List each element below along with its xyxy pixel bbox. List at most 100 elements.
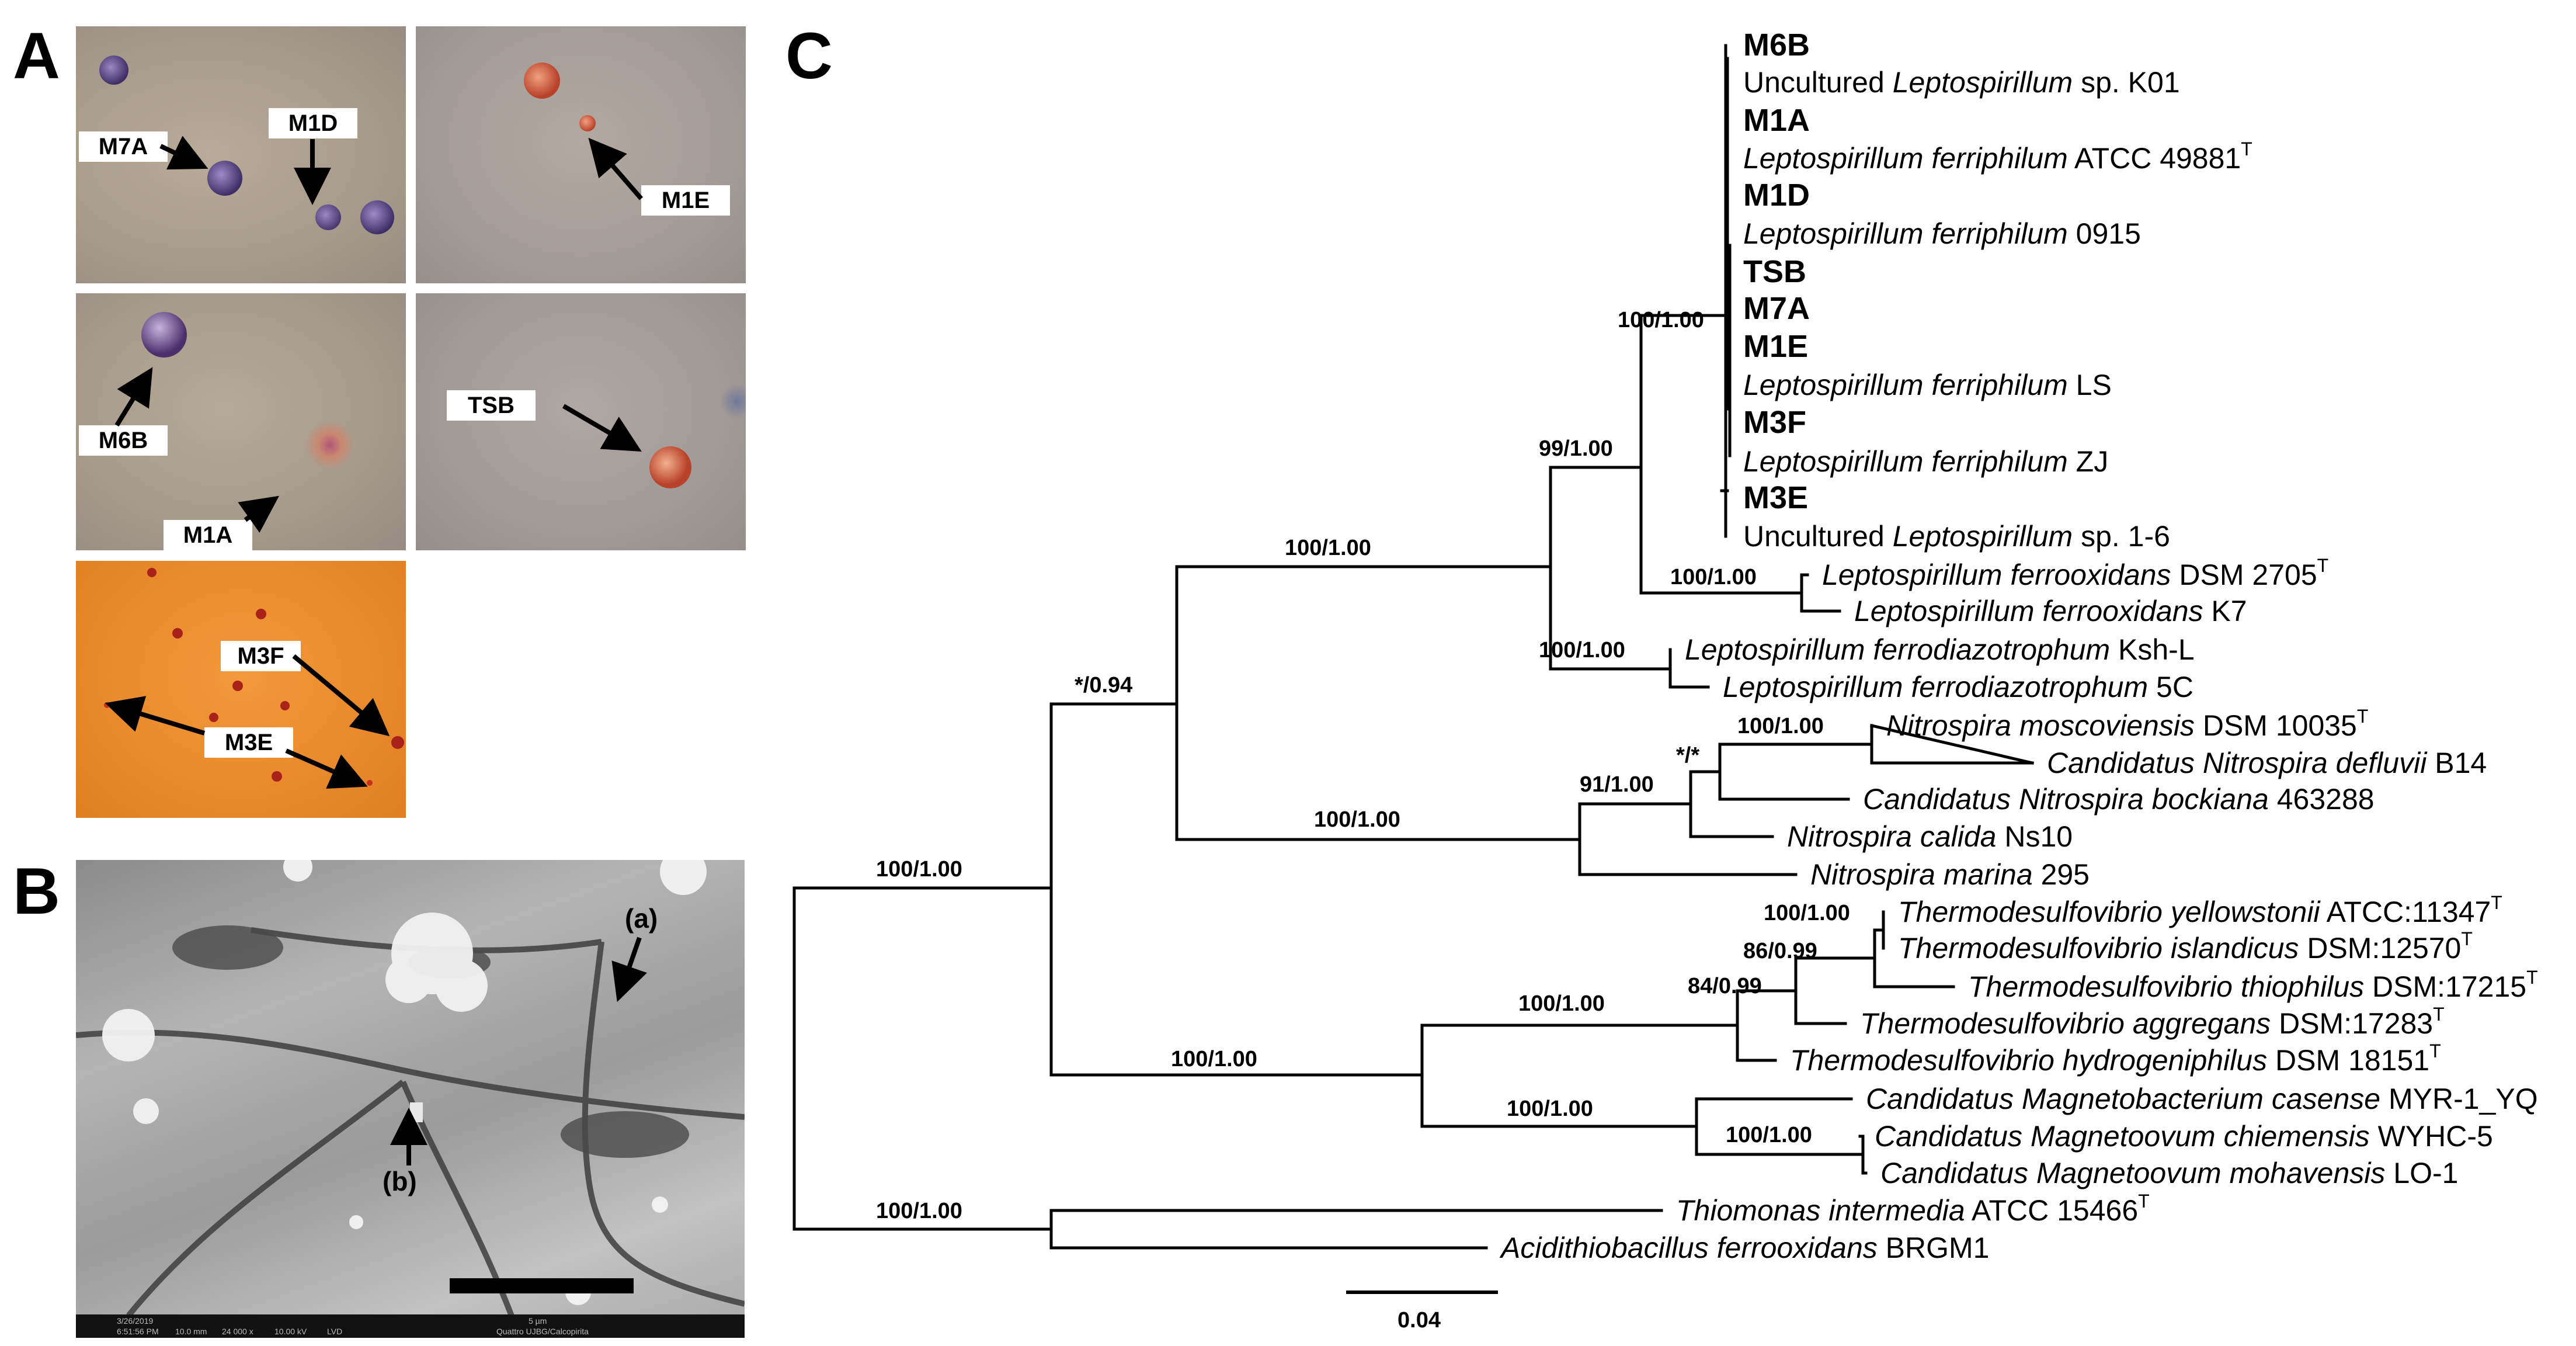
sem-date: 3/26/2019 [117,1316,154,1326]
support-value: 100/1.00 [1618,308,1704,332]
taxon-label: Thermodesulfovibrio islandicus DSM:12570… [1898,928,2473,965]
colony [141,312,187,358]
taxon-label: Leptospirillum ferriphilum ZJ [1743,445,2108,478]
colony [649,446,691,488]
taxon-label: Leptospirillum ferriphilum ATCC 49881T [1743,138,2252,175]
colony [172,628,183,639]
taxon-label: Leptospirillum ferrooxidans K7 [1854,595,2247,627]
label-m6b: M6B [79,425,168,456]
colony [272,771,282,782]
taxon-label: M1D [1743,178,1810,213]
label-m1e: M1E [641,185,730,216]
label-m1a: M1A [164,520,252,550]
taxon-label: Nitrospira calida Ns10 [1787,820,2073,853]
colony [207,161,242,196]
taxon-label: Candidatus Nitrospira bockiana 463288 [1863,783,2375,816]
taxon-label: Uncultured Leptospirillum sp. K01 [1743,66,2180,99]
sem-texture [76,860,745,1338]
label-tsb: TSB [447,390,536,421]
support-value: 100/1.00 [1764,901,1850,925]
arrow-m3e-left [105,696,206,736]
taxon-label: Thermodesulfovibrio hydrogeniphilus DSM … [1790,1040,2441,1077]
colony [315,204,341,230]
taxon-label: Candidatus Magnetoovum mohavensis LO-1 [1880,1157,2458,1189]
sem-info-bar: 3/26/2019 6:51:56 PM 10.0 mm 24 000 x 10… [76,1314,745,1338]
support-value: 100/1.00 [1314,807,1400,832]
support-value: 100/1.00 [876,1199,962,1223]
support-value: */0.94 [1075,673,1132,698]
support-value: 100/1.00 [1507,1097,1593,1121]
support-value: 100/1.00 [876,857,962,882]
colony [232,681,243,691]
colony [360,200,394,234]
arrow-m3f [292,654,390,737]
colony [719,384,746,419]
arrow-m7a [159,136,208,170]
support-value: 100/1.00 [1726,1123,1812,1147]
colony [367,780,373,786]
colony [307,422,353,469]
sem-hv: 10.00 kV [274,1327,307,1336]
tree-branch [1869,723,2035,765]
support-value: 100/1.00 [1737,714,1824,738]
plate-photo-m1e [416,26,746,283]
taxon-label: Thermodesulfovibrio thiophilus DSM:17215… [1968,967,2538,1003]
sem-scale-label: 5 µm [529,1316,547,1326]
sem-wd: 10.0 mm [175,1327,207,1336]
taxon-label: M6B [1743,27,1810,63]
taxon-label: Candidatus Nitrospira defluvii B14 [2047,747,2487,779]
taxon-label: M3F [1743,405,1806,440]
arrow-tsb [562,404,642,452]
colony [147,568,157,577]
colony [256,609,266,619]
support-value: 100/1.00 [1285,536,1371,560]
taxon-label: Leptospirillum ferrodiazotrophum Ksh-L [1685,633,2195,666]
support-value: */* [1676,743,1699,768]
colony [579,115,596,131]
taxon-label: Acidithiobacillus ferrooxidans BRGM1 [1499,1231,1989,1264]
taxon-label: Thermodesulfovibrio aggregans DSM:17283T [1860,1004,2445,1040]
taxon-label: M1A [1743,103,1810,138]
taxon-label: Nitrospira marina 295 [1810,858,2090,891]
colony [280,701,290,710]
support-value: 100/1.00 [1670,565,1757,589]
panel-letter-c: C [785,19,833,92]
taxon-label: Leptospirillum ferrodiazotrophum 5C [1723,671,2193,703]
arrow-m6b [114,367,153,427]
arrow-m1e [588,137,644,200]
label-m3f: M3F [221,641,301,671]
marker-b: (b) [383,1166,417,1196]
support-value: 91/1.00 [1580,772,1654,797]
taxon-label: TSB [1743,254,1806,289]
taxon-label: Candidatus Magnetobacterium casense MYR-… [1866,1083,2538,1115]
tree-scale-label: 0.04 [1397,1308,1441,1333]
taxon-label: M7A [1743,291,1810,326]
panel-a-arrows [105,136,644,789]
sem-mag: 24 000 x [222,1327,253,1336]
sem-instrument: Quattro UJBG/Calcopirita [496,1327,589,1336]
taxon-label: M3E [1743,480,1808,515]
taxon-label: Thermodesulfovibrio yellowstonii ATCC:11… [1898,892,2502,928]
colony [391,736,404,749]
taxon-label: Leptospirillum ferrooxidans DSM 2705T [1822,555,2328,591]
panel-letter-a: A [13,19,60,92]
support-value: 86/0.99 [1743,939,1817,963]
arrow-m3e-right [285,748,368,789]
taxon-label: Candidatus Magnetoovum chiemensis WYHC-5 [1875,1120,2493,1153]
plate-photo-m7a-m1d [76,26,406,283]
taxon-label: M1E [1743,329,1808,364]
marker-a: (a) [625,903,658,934]
support-value: 100/1.00 [1171,1047,1257,1071]
arrow-m1a [238,495,280,533]
support-value: 100/1.00 [1518,991,1605,1016]
label-m1d: M1D [269,108,357,138]
sem-time: 6:51:56 PM [117,1327,159,1336]
taxon-label: Thiomonas intermedia ATCC 15466T [1676,1191,2150,1227]
colony [99,55,128,85]
colony [209,713,218,722]
taxon-label: Leptospirillum ferriphilum 0915 [1743,217,2141,250]
sem-det: LVD [327,1327,343,1336]
taxon-label: Uncultured Leptospirillum sp. 1-6 [1743,520,2170,553]
support-value: 84/0.99 [1688,974,1762,998]
